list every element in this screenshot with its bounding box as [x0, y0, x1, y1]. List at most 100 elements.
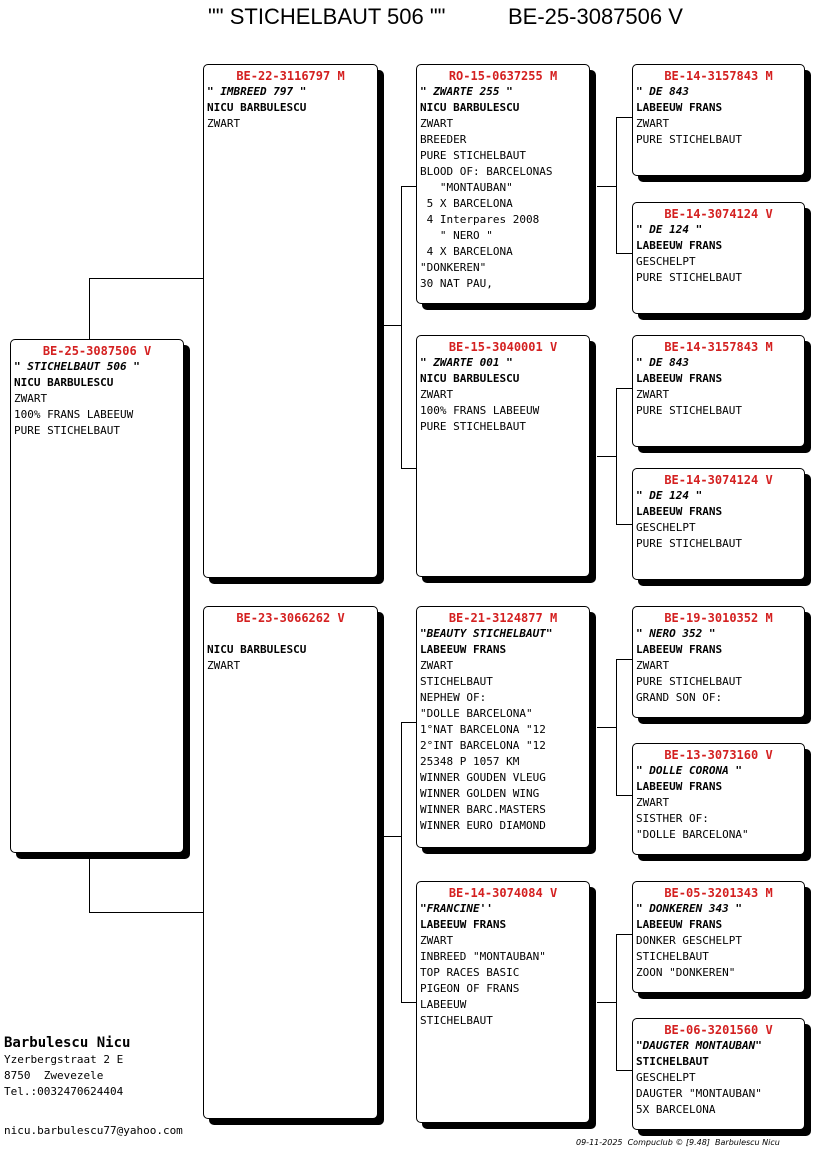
info-line: GRAND SON OF: [636, 691, 723, 704]
info-line: PURE STICHELBAUT [636, 271, 742, 284]
breeder-name: NICU BARBULESCU [207, 101, 307, 114]
breeder-name: LABEEUW FRANS [636, 643, 723, 656]
ring-number: BE-14-3074124 V [664, 207, 773, 221]
pigeon-card: RO-15-0637255 M" ZWARTE 255 "NICU BARBUL… [416, 64, 590, 304]
breeder-name: NICU BARBULESCU [14, 376, 114, 389]
pigeon-name: " DE 124 " [636, 489, 703, 502]
info-line: ZWART [207, 659, 241, 672]
info-line: 1°NAT BARCELONA "12 [420, 723, 546, 736]
owner-email: nicu.barbulescu77@yahoo.com [4, 1124, 183, 1137]
info-line: WINNER GOUDEN VLEUG [420, 771, 546, 784]
info-line: PURE STICHELBAUT [420, 149, 526, 162]
ring-number: BE-15-3040001 V [448, 340, 558, 354]
ring-number: BE-21-3124877 M [448, 611, 558, 625]
pigeon-name: "BEAUTY STICHELBAUT" [420, 627, 553, 640]
info-line: "DOLLE BARCELONA" [636, 828, 749, 841]
info-line: ZOON "DONKEREN" [636, 966, 736, 979]
footer-date: 09-11-2025 [576, 1138, 623, 1147]
info-line: DONKER GESCHELPT [636, 934, 742, 947]
info-line: LABEEUW [420, 998, 467, 1011]
title-ring: BE-25-3087506 V [508, 4, 683, 29]
pigeon-name: " DONKEREN 343 " [636, 902, 742, 915]
pigeon-card: BE-15-3040001 V" ZWARTE 001 "NICU BARBUL… [416, 335, 590, 577]
info-line: NEPHEW OF: [420, 691, 487, 704]
footer-software: Compuclub © [9.48] Barbulescu Nicu [627, 1138, 780, 1147]
breeder-name: LABEEUW FRANS [636, 918, 723, 931]
footer: 09-11-2025 Compuclub © [9.48] Barbulescu… [576, 1138, 780, 1147]
pigeon-card: BE-05-3201343 M" DONKEREN 343 "LABEEUW F… [632, 881, 805, 993]
pedigree-title: "" STICHELBAUT 506 "" BE-25-3087506 V [0, 4, 816, 30]
info-line: BLOOD OF: BARCELONAS [420, 165, 553, 178]
info-line: DAUGTER "MONTAUBAN" [636, 1087, 762, 1100]
info-line: ZWART [207, 117, 241, 130]
owner-name: Barbulescu Nicu [4, 1035, 131, 1051]
info-line: GESCHELPT [636, 1071, 696, 1084]
info-line: PURE STICHELBAUT [636, 404, 742, 417]
info-line: 100% FRANS LABEEUW [14, 408, 134, 421]
info-line: PURE STICHELBAUT [636, 537, 742, 550]
info-line: 30 NAT PAU, [420, 277, 493, 290]
info-line: WINNER BARC.MASTERS [420, 803, 546, 816]
info-line: 25348 P 1057 KM [420, 755, 520, 768]
info-line: STICHELBAUT [420, 1014, 493, 1027]
info-line: PURE STICHELBAUT [14, 424, 120, 437]
info-line: ZWART [636, 659, 670, 672]
pigeon-name: " ZWARTE 255 " [420, 85, 513, 98]
info-line: 4 X BARCELONA [420, 245, 513, 258]
info-line: PURE STICHELBAUT [636, 675, 742, 688]
ring-number: BE-23-3066262 V [236, 611, 345, 625]
info-line: 5X BARCELONA [636, 1103, 716, 1116]
pigeon-name: " DE 843 [636, 356, 689, 369]
info-line: WINNER EURO DIAMOND [420, 819, 546, 832]
pigeon-name: " DE 124 " [636, 223, 703, 236]
ring-number: RO-15-0637255 M [448, 69, 558, 83]
owner-street: Yzerbergstraat 2 E [4, 1053, 124, 1066]
info-line: ZWART [636, 796, 670, 809]
pigeon-name: " NERO 352 " [636, 627, 716, 640]
pigeon-card: BE-19-3010352 M " NERO 352 " LABEEUW FRANS… [632, 606, 805, 718]
breeder-name: STICHELBAUT [636, 1055, 709, 1068]
owner-phone: Tel.:0032470624404 [4, 1085, 124, 1098]
info-line: GESCHELPT [636, 521, 696, 534]
info-line: 5 X BARCELONA [420, 197, 513, 210]
ring-number: BE-19-3010352 M [664, 611, 773, 625]
info-line: PURE STICHELBAUT [636, 133, 742, 146]
breeder-name: NICU BARBULESCU [207, 643, 307, 656]
info-line: 2°INT BARCELONA "12 [420, 739, 546, 752]
info-line: INBREED "MONTAUBAN" [420, 950, 546, 963]
pigeon-name: " DOLLE CORONA " [636, 764, 742, 777]
info-line: TOP RACES BASIC [420, 966, 520, 979]
ring-number: BE-14-3157843 M [664, 69, 773, 83]
pigeon-name: " IMBREED 797 " [207, 85, 307, 98]
info-line [207, 626, 377, 642]
breeder-name: NICU BARBULESCU [420, 372, 520, 385]
info-line: STICHELBAUT [636, 950, 709, 963]
info-line: ZWART [420, 659, 454, 672]
ring-number: BE-25-3087506 V [42, 344, 152, 358]
ring-number: BE-14-3074084 V [448, 886, 558, 900]
info-line: PURE STICHELBAUT [420, 420, 526, 433]
pigeon-card: BE-25-3087506 V " STICHELBAUT 506 " NICU B… [10, 339, 184, 853]
pigeon-name: " DE 843 [636, 85, 689, 98]
breeder-name: LABEEUW FRANS [636, 239, 723, 252]
pigeon-card: BE-14-3074124 V " DE 124 " LABEEUW FRANS GE… [632, 202, 805, 314]
info-line: " NERO " [420, 229, 493, 242]
breeder-name: LABEEUW FRANS [636, 505, 723, 518]
info-line: GESCHELPT [636, 255, 696, 268]
ring-number: BE-22-3116797 M [236, 69, 345, 83]
info-line: "DOLLE BARCELONA" [420, 707, 533, 720]
info-line: BREEDER [420, 133, 467, 146]
pigeon-name: " STICHELBAUT 506 " [14, 360, 140, 373]
info-line: ZWART [420, 934, 454, 947]
info-line: ZWART [420, 117, 454, 130]
ring-number: BE-06-3201560 V [664, 1023, 773, 1037]
breeder-name: LABEEUW FRANS [420, 643, 507, 656]
ring-number: BE-13-3073160 V [664, 748, 773, 762]
pigeon-card: BE-23-3066262 V NICU BARBULESCU ZWART [203, 606, 378, 1119]
info-line: STICHELBAUT [420, 675, 493, 688]
info-line: 100% FRANS LABEEUW [420, 404, 540, 417]
